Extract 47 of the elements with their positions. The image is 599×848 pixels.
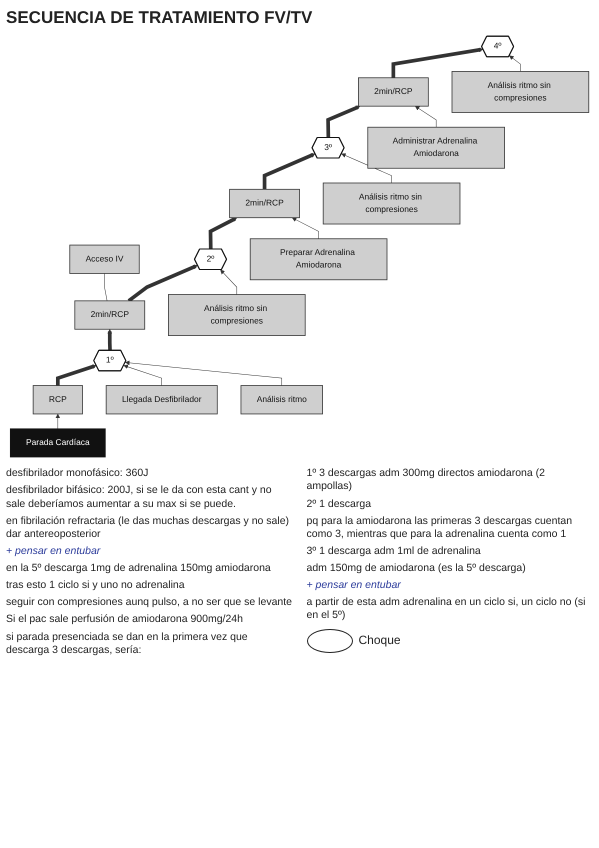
node-box: 2min/RCP bbox=[229, 188, 300, 218]
arrow bbox=[56, 364, 97, 386]
note-text: desfibrilador bifásico: 200J, si se le da con esta cant y no sale deberíamos aumentar a su max si se puede. bbox=[6, 484, 273, 511]
connector bbox=[104, 273, 108, 302]
arrow bbox=[220, 270, 238, 295]
node-box: Administrar Adrenalina Amiodarona bbox=[367, 126, 505, 169]
node-box: Análisis ritmo bbox=[240, 385, 323, 414]
arrow bbox=[341, 153, 392, 184]
note-text: adm 150mg de amiodarona (es la 5º descarga) bbox=[306, 562, 527, 576]
node-box: 2min/RCP bbox=[358, 77, 429, 107]
note-text: desfibrilador monofásico: 360J bbox=[6, 467, 150, 480]
node-box: RCP bbox=[32, 385, 83, 414]
note-text: Si el pac sale perfusión de amiodarona 900mg/24h bbox=[6, 613, 244, 627]
note-text: seguir con compresiones aunq pulso, a no ser que se levante bbox=[6, 596, 292, 610]
arrow bbox=[208, 217, 238, 250]
node-box: Análisis ritmo sin compresiones bbox=[168, 294, 306, 336]
arrow bbox=[56, 414, 60, 429]
title: SECUENCIA DE TRATAMIENTO FV/TV bbox=[6, 8, 314, 28]
note-text: pq para la amiodarona las primeras 3 descargas cuentan como 3, mientras que para la adrenalina cuenta como 1 bbox=[306, 514, 574, 541]
note-text: 2º 1 descarga bbox=[306, 498, 372, 511]
node-box: 2min/RCP bbox=[74, 300, 146, 330]
arrow bbox=[414, 106, 436, 128]
note-text: a partir de esta adm adrenalina en un ciclo si, un ciclo no (si en el 5º) bbox=[306, 596, 586, 623]
node-box: Análisis ritmo sin compresiones bbox=[452, 71, 590, 113]
note-text: 1º 3 descargas adm 300mg directos amiodarona (2 ampollas) bbox=[306, 467, 546, 494]
note-text: si parada presenciada se dan en la primera vez que descarga 3 descargas, sería: bbox=[6, 630, 249, 657]
arrow bbox=[107, 329, 112, 351]
note-text: en fibrilación refractaria (le das muchas descargas y no sale) dar antereoposterior bbox=[6, 514, 290, 541]
node-box: Acceso IV bbox=[69, 244, 140, 274]
arrow bbox=[509, 55, 521, 72]
handwritten-note: + pensar en entubar bbox=[6, 544, 102, 558]
note-text: 3º 1 descarga adm 1ml de adrenalina bbox=[306, 544, 482, 558]
arrow bbox=[262, 152, 316, 190]
node-box: Parada Cardíaca bbox=[10, 428, 106, 458]
arrow bbox=[392, 48, 484, 78]
arrow bbox=[124, 364, 162, 386]
handwritten-note: + pensar en entubar bbox=[306, 579, 402, 592]
arrow bbox=[125, 360, 282, 386]
note-text: tras esto 1 ciclo si y uno no adrenalina bbox=[6, 579, 186, 592]
node-box: Llegada Desfibrilador bbox=[106, 385, 218, 414]
arrow bbox=[128, 264, 198, 302]
legend-label: Choque bbox=[358, 633, 401, 648]
arrow bbox=[292, 218, 319, 240]
note-text: en la 5º descarga 1mg de adrenalina 150mg amiodarona bbox=[6, 562, 272, 576]
node-box: Preparar Adrenalina Amiodarona bbox=[250, 238, 388, 280]
arrow bbox=[326, 105, 360, 138]
node-box: Análisis ritmo sin compresiones bbox=[322, 182, 460, 224]
